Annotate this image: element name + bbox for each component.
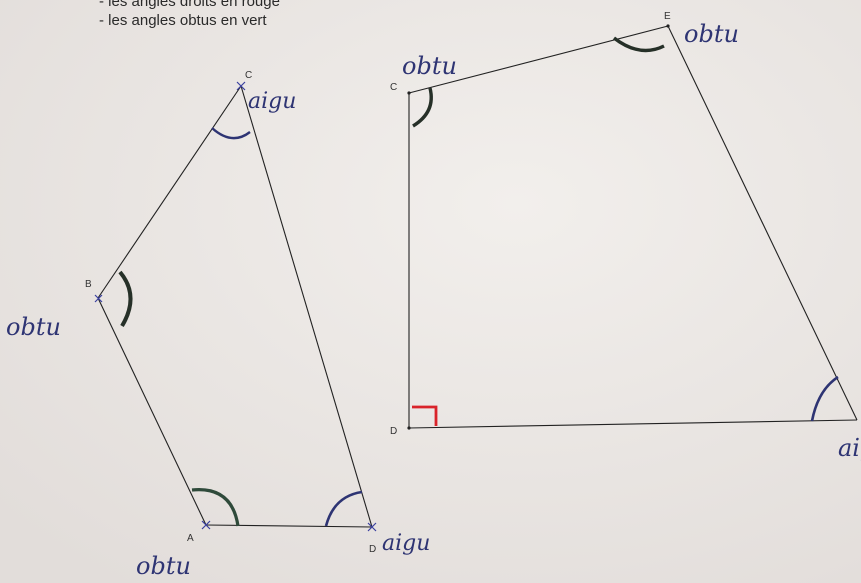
annotation-c: aigu: [248, 89, 296, 114]
point-dot-d: [407, 426, 411, 430]
annotation-b: obtu: [6, 313, 61, 341]
instruction-line-1: - les angles droits en rouge: [99, 0, 280, 10]
right-quadrilateral: [408, 25, 858, 429]
instruction-line-2: - les angles obtus en vert: [99, 12, 267, 29]
angle-arc-b: [118, 270, 133, 328]
point-label-d: D: [369, 544, 376, 555]
right-angle-d: [412, 405, 438, 426]
point-mark-c: [236, 81, 246, 91]
point-mark-d: [367, 522, 377, 532]
side-ea: [667, 25, 858, 421]
side-ce: [408, 25, 669, 94]
point-label-a: A: [187, 533, 194, 544]
point-label-b: B: [85, 279, 92, 290]
point-mark-a: [201, 520, 211, 530]
point-mark-b: [94, 294, 103, 303]
angle-arc-c2: [412, 87, 433, 128]
annotation-e: obtu: [684, 20, 739, 48]
point-label-e: E: [664, 11, 671, 22]
angle-arc-a: [191, 488, 240, 527]
side-dc: [240, 85, 373, 528]
angle-arc-c: [211, 127, 251, 140]
point-label-c2: C: [390, 82, 397, 93]
annotation-c2: obtu: [402, 52, 457, 80]
point-label-c: C: [245, 70, 252, 81]
side-ba: [97, 297, 207, 526]
angle-arc-a2: [810, 375, 839, 422]
annotation-a: obtu: [136, 552, 191, 580]
annotation-d: aigu: [382, 531, 430, 556]
angle-arc-e: [612, 36, 665, 53]
angle-arc-d: [324, 490, 363, 527]
point-dot-e: [666, 24, 670, 28]
point-label-d2: D: [390, 426, 397, 437]
point-dot-c: [407, 91, 411, 95]
annotation-a2: aigu: [838, 434, 861, 462]
side-cb: [97, 85, 242, 299]
left-quadrilateral: [97, 85, 373, 528]
side-ad: [408, 419, 858, 429]
side-ad: [205, 524, 373, 528]
